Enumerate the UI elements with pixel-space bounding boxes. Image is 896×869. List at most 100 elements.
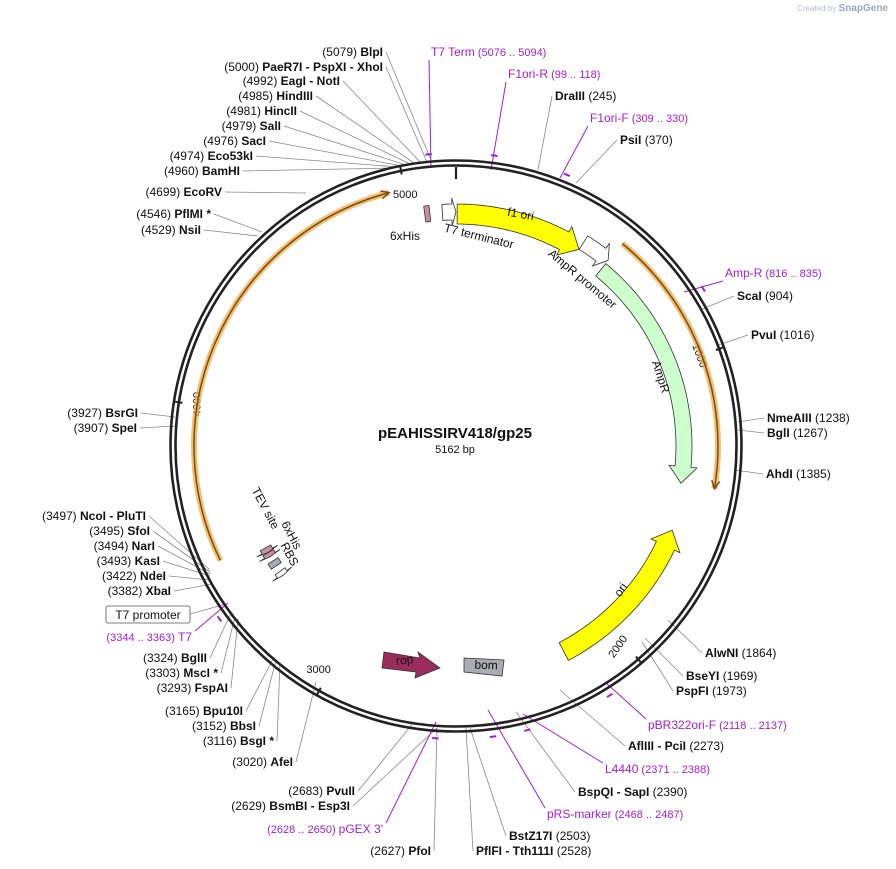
feature-f1-ori-arrow <box>456 203 580 256</box>
site-position: (1238) <box>812 411 850 425</box>
site-name: XbaI <box>146 584 171 598</box>
site-alwni: AlwNI (1864) <box>705 646 776 660</box>
site-bbsi: (3152) BbsI <box>192 719 256 733</box>
ruler-tick <box>315 687 322 697</box>
site-position: (904) <box>762 289 793 303</box>
site-name: BstZ17I <box>509 829 552 843</box>
primer-name: T7 Term <box>431 45 475 59</box>
leader-line <box>139 425 176 429</box>
created-by-text: Created by <box>797 4 837 13</box>
site-position: (4985) <box>238 89 276 103</box>
site-spei: (3907) SpeI <box>74 421 137 435</box>
site-name: AflIII - PciI <box>628 739 686 753</box>
site-position: (3927) <box>67 406 105 420</box>
site-position: (3907) <box>74 421 112 435</box>
primer-binding-mark <box>606 692 614 698</box>
site-name: PaeR7I - PspXI - XhoI <box>262 60 383 74</box>
site-draiii: DraIII (245) <box>555 89 616 103</box>
site-pflmi: (4546) PflMI * <box>136 207 211 221</box>
site-xbai: (3382) XbaI <box>108 584 171 598</box>
site-position: (3165) <box>165 704 203 718</box>
orf-track-arrowhead <box>711 479 721 491</box>
site-position: (2273) <box>686 739 724 753</box>
site-name: SfoI <box>127 524 150 538</box>
site-label: ScaI (904) <box>737 289 793 303</box>
site-label: AhdI (1385) <box>766 467 831 481</box>
primer-label: F1ori-F (309 .. 330) <box>590 111 688 125</box>
site-label: (3116) BsgI * <box>203 734 274 748</box>
site-position: (2390) <box>649 785 687 799</box>
site-sfoi: (3495) SfoI <box>89 524 150 538</box>
primer-label: pRS-marker (2468 .. 2487) <box>547 807 683 821</box>
orf-track <box>191 189 390 562</box>
site-position: (3293) <box>157 681 195 695</box>
leader-line <box>465 727 474 852</box>
feature-rop-arrow <box>381 650 441 679</box>
primer-binding-mark <box>700 285 706 292</box>
site-name: PflFI - Tth111I <box>476 844 553 858</box>
feature-ampr-arrow <box>595 263 698 484</box>
site-label: (3493) KasI <box>97 554 160 568</box>
site-name: NdeI <box>140 569 166 583</box>
leader-line <box>537 95 553 171</box>
site-position: (2629) <box>231 799 269 813</box>
ruler-tick <box>173 400 183 404</box>
site-label: (3165) Bpu10I <box>165 704 243 718</box>
leader-line <box>255 155 399 168</box>
primer-label: Amp-R (816 .. 835) <box>725 266 822 280</box>
primer-binding-mark <box>523 728 531 732</box>
site-position: (370) <box>641 133 672 147</box>
primer-name: Amp-R <box>725 266 763 280</box>
backbone-outer-strand <box>169 159 743 733</box>
leader-line <box>559 689 626 747</box>
site-pvui: PvuI (1016) <box>751 328 814 342</box>
feature-label-f1-ori: f1 ori <box>506 205 535 223</box>
primer-f1ori-r: F1ori-R (99 .. 118) <box>508 67 600 81</box>
site-position: (3324) <box>143 651 181 665</box>
site-label: (3907) SpeI <box>74 421 137 435</box>
site-label: (3494) NarI <box>94 539 155 553</box>
primer-range: (2371 .. 2388) <box>638 764 710 776</box>
leader-lines <box>139 51 765 852</box>
site-name: BspQI - SapI <box>578 785 649 799</box>
site-name: DraIII <box>555 89 585 103</box>
site-position: (5000) <box>224 60 262 74</box>
site-name: HindIII <box>276 89 313 103</box>
site-position: (4974) <box>170 149 208 163</box>
site-name: BsgI * <box>240 734 274 748</box>
orf-track-arrowhead <box>380 190 391 200</box>
site-label: (3497) NcoI - PluTI <box>42 509 146 523</box>
site-blpi: (5079) BlpI <box>322 45 383 59</box>
primer-label: (3344 .. 3363) T7 <box>106 630 192 644</box>
primer-name: T7 <box>178 630 192 644</box>
site-psii: PsiI (370) <box>620 133 673 147</box>
site-label: PspFI (1973) <box>676 684 747 698</box>
site-pflfi-tth111i: PflFI - Tth111I (2528) <box>476 844 591 858</box>
site-label: BspQI - SapI (2390) <box>578 785 687 799</box>
primer-range: (3344 .. 3363) <box>106 632 178 644</box>
site-label: (3152) BbsI <box>192 719 256 733</box>
site-position: (3497) <box>42 509 80 523</box>
site-name: AhdI <box>766 467 793 481</box>
site-bgli: BglI (1267) <box>767 426 828 440</box>
site-label: BglI (1267) <box>767 426 828 440</box>
site-position: (3152) <box>192 719 230 733</box>
site-bseyi: BseYI (1969) <box>686 669 757 683</box>
site-name: PfoI <box>408 844 431 858</box>
site-label: AflIII - PciI (2273) <box>628 739 724 753</box>
site-position: (3493) <box>97 554 135 568</box>
site-name: MscI * <box>183 666 218 680</box>
site-position: (1973) <box>709 684 747 698</box>
site-name: BbsI <box>230 719 256 733</box>
feature-tev-site-arrow <box>256 544 279 558</box>
site-position: (3020) <box>232 755 270 769</box>
site-position: (1267) <box>790 426 828 440</box>
feature-bom-box <box>463 657 505 677</box>
snapgene-logo-text: SnapGene <box>838 3 888 14</box>
site-label: (4974) Eco53kI <box>170 149 253 163</box>
site-nsii: (4529) NsiI <box>141 223 201 237</box>
site-ecorv: (4699) EcoRV <box>146 185 223 199</box>
leader-line <box>213 213 263 233</box>
primer-range: (816 .. 835) <box>762 268 821 280</box>
leader-line <box>299 110 411 165</box>
